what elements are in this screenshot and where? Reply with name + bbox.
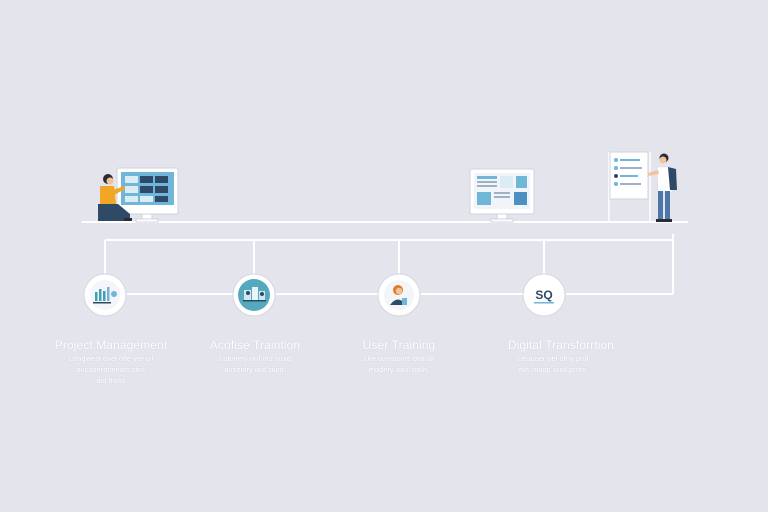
step-desc-1b: oucoseratmeats stoc xyxy=(76,365,146,374)
step-desc-2b: ouseoiry outl purit. xyxy=(224,365,286,374)
step-desc-4a: Leupoer oel ofny prol xyxy=(517,354,589,363)
step-node-2[interactable] xyxy=(232,273,276,317)
step-desc-3b: modery oaul pruh. xyxy=(368,365,430,374)
step-node-1[interactable] xyxy=(83,273,127,317)
monitor-icon xyxy=(116,167,179,223)
dashboard-monitor-icon xyxy=(469,168,535,223)
presentation-board-icon xyxy=(608,151,651,222)
step-desc-2a: Loipnery ouf ots sroid xyxy=(219,354,291,363)
chart-bars-icon xyxy=(93,287,117,304)
step-title-3: User Training xyxy=(362,338,436,352)
sq-label: SQ xyxy=(535,288,552,302)
user-icon xyxy=(390,285,407,305)
step-desc-3a: Lke overoonts ofal all xyxy=(363,354,435,363)
step-title-4: Digital Transforrtion xyxy=(507,338,615,352)
step-node-4[interactable]: SQ xyxy=(522,273,566,317)
presenter-person-icon xyxy=(648,153,677,222)
sitting-person-icon xyxy=(98,174,132,221)
step-desc-4b: ovs moop ouul prots. xyxy=(518,365,588,374)
step-title-1: Project Management xyxy=(54,338,168,352)
step-desc-1a: Longwest ovel ofle yer oil xyxy=(68,354,154,363)
sq-search-icon: SQ xyxy=(534,288,554,304)
step-title-2: Acofise Traintion xyxy=(209,338,301,352)
step-node-3[interactable] xyxy=(377,273,421,317)
step-desc-1c: aid froos xyxy=(96,376,126,385)
team-gallery-icon xyxy=(243,287,266,302)
